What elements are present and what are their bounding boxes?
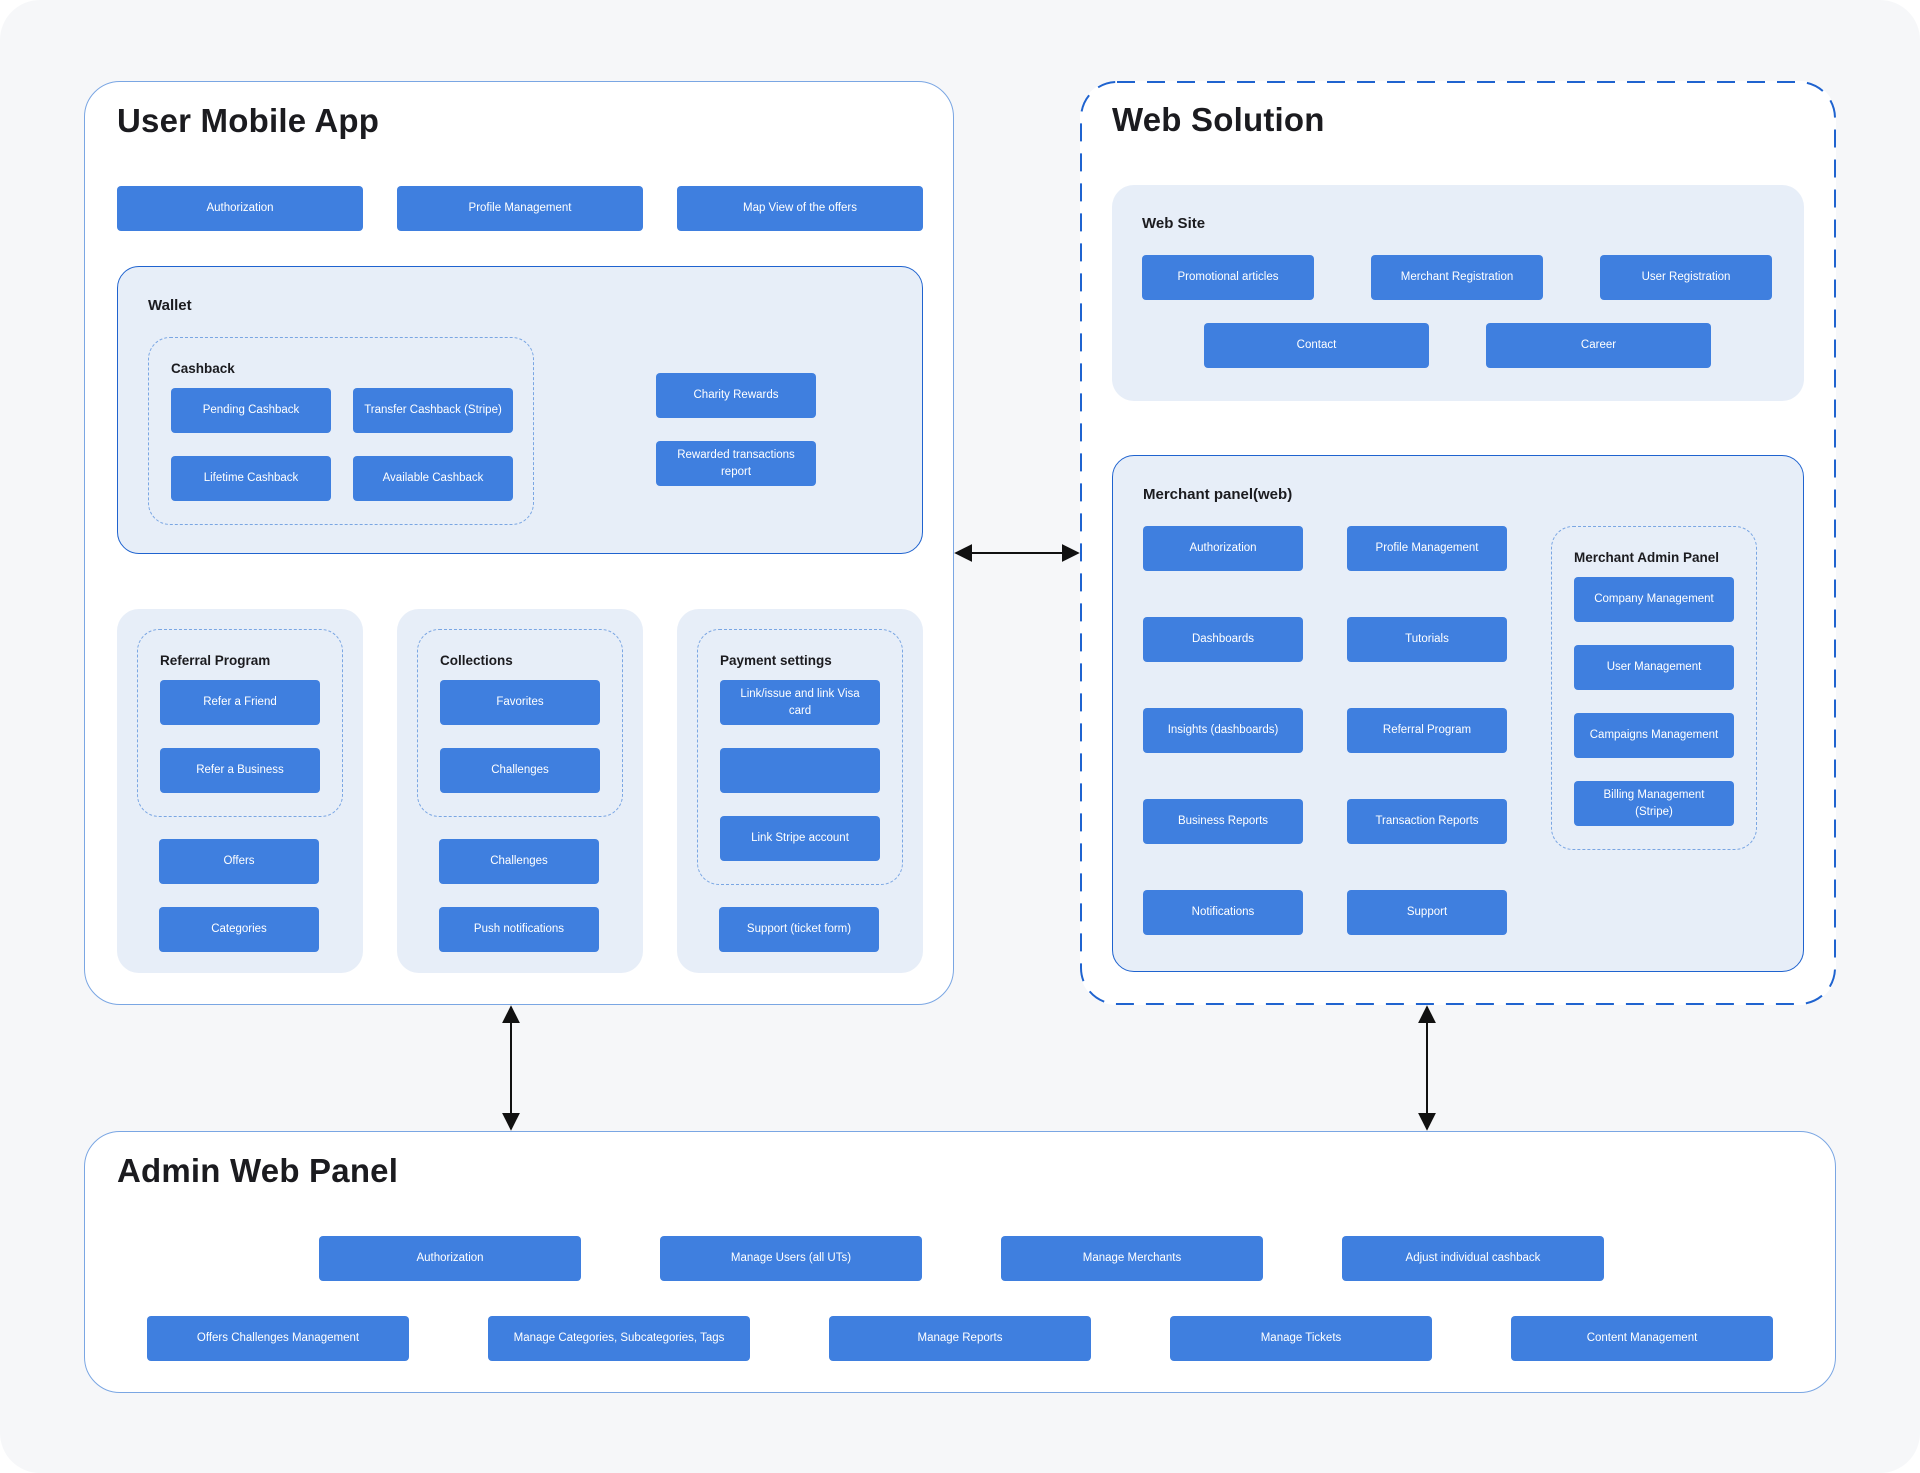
merchant-panel-group: Merchant panel(web) Authorization Dashbo… <box>1112 455 1804 972</box>
merchant-registration-button[interactable]: Merchant Registration <box>1371 255 1543 300</box>
referral-column: Referral Program Refer a Friend Refer a … <box>117 609 363 973</box>
merchant-support-button[interactable]: Support <box>1347 890 1507 935</box>
lifetime-cashback-button[interactable]: Lifetime Cashback <box>171 456 331 501</box>
merchant-panel-title: Merchant panel(web) <box>1143 486 1293 503</box>
web-solution-title: Web Solution <box>1112 101 1325 138</box>
merchant-authorization-button[interactable]: Authorization <box>1143 526 1303 571</box>
blank-payment-button[interactable] <box>720 748 880 793</box>
payment-settings-title: Payment settings <box>720 653 832 668</box>
referral-program-group: Referral Program Refer a Friend Refer a … <box>137 629 343 817</box>
collections-column: Collections Favorites Challenges Challen… <box>397 609 643 973</box>
mobile-authorization-button[interactable]: Authorization <box>117 186 363 231</box>
transaction-reports-button[interactable]: Transaction Reports <box>1347 799 1507 844</box>
map-view-offers-button[interactable]: Map View of the offers <box>677 186 923 231</box>
business-reports-button[interactable]: Business Reports <box>1143 799 1303 844</box>
billing-management-button[interactable]: Billing Management (Stripe) <box>1574 781 1734 826</box>
pending-cashback-button[interactable]: Pending Cashback <box>171 388 331 433</box>
available-cashback-button[interactable]: Available Cashback <box>353 456 513 501</box>
wallet-title: Wallet <box>148 297 192 314</box>
content-management-button[interactable]: Content Management <box>1511 1316 1773 1361</box>
merchant-profile-management-button[interactable]: Profile Management <box>1347 526 1507 571</box>
career-button[interactable]: Career <box>1486 323 1711 368</box>
merchant-admin-panel-title: Merchant Admin Panel <box>1574 550 1720 565</box>
refer-friend-button[interactable]: Refer a Friend <box>160 680 320 725</box>
adjust-cashback-button[interactable]: Adjust individual cashback <box>1342 1236 1604 1281</box>
link-visa-card-button[interactable]: Link/issue and link Visa card <box>720 680 880 725</box>
admin-web-panel: Admin Web Panel Authorization Manage Use… <box>84 1131 1836 1393</box>
merchant-admin-panel-group: Merchant Admin Panel Company Management … <box>1551 526 1757 850</box>
transfer-cashback-button[interactable]: Transfer Cashback (Stripe) <box>353 388 513 433</box>
admin-web-panel-title: Admin Web Panel <box>117 1152 399 1189</box>
support-ticket-form-button[interactable]: Support (ticket form) <box>719 907 879 952</box>
categories-button[interactable]: Categories <box>159 907 319 952</box>
manage-categories-button[interactable]: Manage Categories, Subcategories, Tags <box>488 1316 750 1361</box>
cashback-group: Cashback Pending Cashback Transfer Cashb… <box>148 337 534 525</box>
push-notifications-button[interactable]: Push notifications <box>439 907 599 952</box>
link-stripe-account-button[interactable]: Link Stripe account <box>720 816 880 861</box>
collections-title: Collections <box>440 653 513 668</box>
tutorials-button[interactable]: Tutorials <box>1347 617 1507 662</box>
favorites-button[interactable]: Favorites <box>440 680 600 725</box>
mobile-profile-management-button[interactable]: Profile Management <box>397 186 643 231</box>
dashboards-button[interactable]: Dashboards <box>1143 617 1303 662</box>
manage-users-button[interactable]: Manage Users (all UTs) <box>660 1236 922 1281</box>
manage-reports-button[interactable]: Manage Reports <box>829 1316 1091 1361</box>
manage-merchants-button[interactable]: Manage Merchants <box>1001 1236 1263 1281</box>
challenges-button[interactable]: Challenges <box>439 839 599 884</box>
notifications-button[interactable]: Notifications <box>1143 890 1303 935</box>
offers-challenges-management-button[interactable]: Offers Challenges Management <box>147 1316 409 1361</box>
admin-authorization-button[interactable]: Authorization <box>319 1236 581 1281</box>
contact-button[interactable]: Contact <box>1204 323 1429 368</box>
user-management-button[interactable]: User Management <box>1574 645 1734 690</box>
charity-rewards-button[interactable]: Charity Rewards <box>656 373 816 418</box>
referral-program-title: Referral Program <box>160 653 271 668</box>
web-site-title: Web Site <box>1142 215 1206 232</box>
manage-tickets-button[interactable]: Manage Tickets <box>1170 1316 1432 1361</box>
user-registration-button[interactable]: User Registration <box>1600 255 1772 300</box>
offers-button[interactable]: Offers <box>159 839 319 884</box>
web-site-group: Web Site Promotional articles Merchant R… <box>1112 185 1804 401</box>
merchant-referral-program-button[interactable]: Referral Program <box>1347 708 1507 753</box>
collections-challenges-button[interactable]: Challenges <box>440 748 600 793</box>
user-mobile-app-panel: User Mobile App Authorization Profile Ma… <box>84 81 954 1005</box>
refer-business-button[interactable]: Refer a Business <box>160 748 320 793</box>
payment-settings-group: Payment settings Link/issue and link Vis… <box>697 629 903 885</box>
payment-column: Payment settings Link/issue and link Vis… <box>677 609 923 973</box>
collections-group: Collections Favorites Challenges <box>417 629 623 817</box>
wallet-group: Wallet Cashback Pending Cashback Transfe… <box>117 266 923 554</box>
company-management-button[interactable]: Company Management <box>1574 577 1734 622</box>
web-solution-panel: Web Solution Web Site Promotional articl… <box>1080 81 1836 1005</box>
rewarded-transactions-report-button[interactable]: Rewarded transactions report <box>656 441 816 486</box>
promotional-articles-button[interactable]: Promotional articles <box>1142 255 1314 300</box>
user-mobile-app-title: User Mobile App <box>117 102 380 139</box>
campaigns-management-button[interactable]: Campaigns Management <box>1574 713 1734 758</box>
cashback-title: Cashback <box>171 361 235 376</box>
insights-dashboards-button[interactable]: Insights (dashboards) <box>1143 708 1303 753</box>
